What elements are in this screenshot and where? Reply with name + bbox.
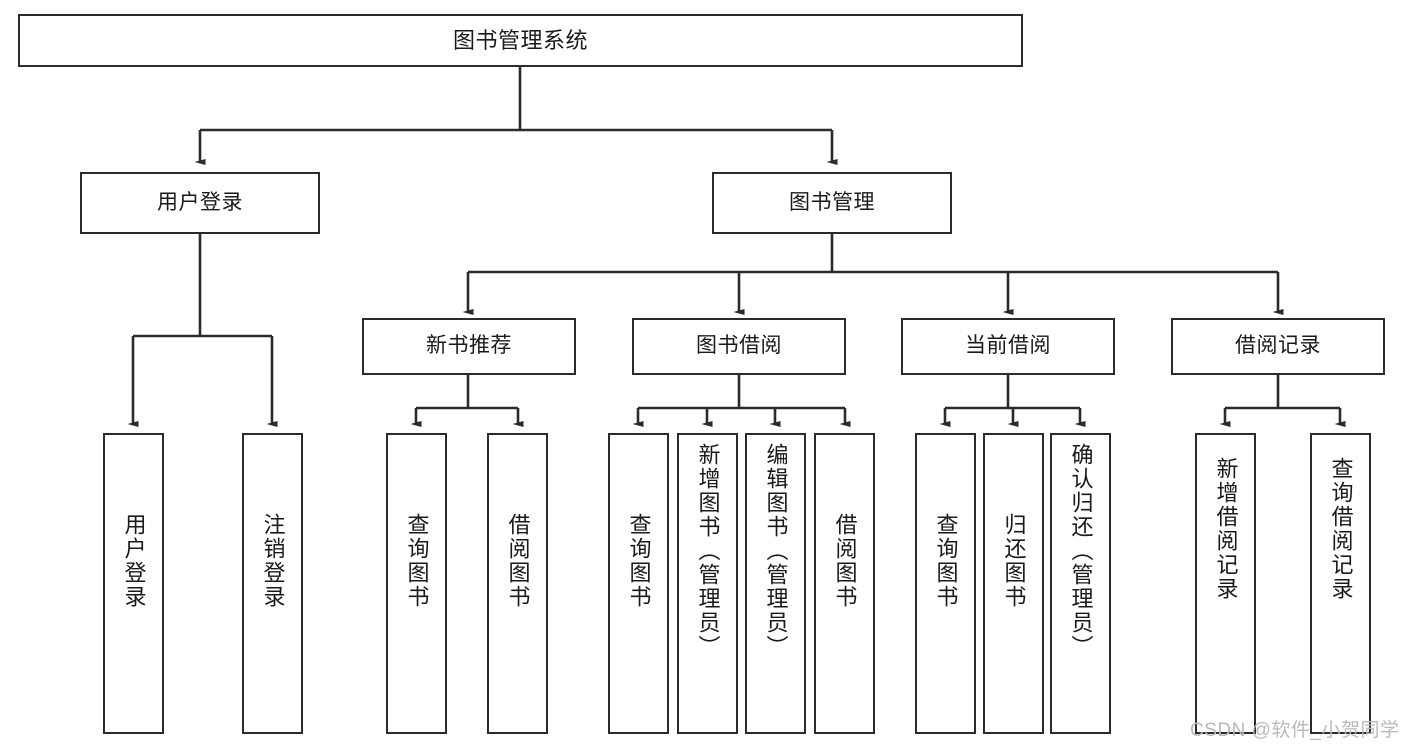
leaf-borrow-add-book-admin[interactable]: 新增图书（管理员）	[677, 433, 738, 734]
node-label: 借阅图书	[832, 513, 858, 609]
node-label: 新书推荐	[426, 334, 512, 358]
node-label: 归还图书	[1001, 513, 1027, 609]
leaf-user-login-logout[interactable]: 注销登录	[242, 433, 303, 734]
leaf-borrow-query-book[interactable]: 查询图书	[608, 433, 669, 734]
node-new-book-recommend[interactable]: 新书推荐	[362, 318, 576, 375]
node-user-login[interactable]: 用户登录	[80, 172, 320, 234]
node-label: 新增借阅记录	[1213, 457, 1239, 601]
node-label: 注销登录	[260, 513, 286, 609]
node-label: 编辑图书（管理员）	[763, 443, 789, 659]
node-current-borrow[interactable]: 当前借阅	[901, 318, 1115, 375]
node-label: 查询图书	[933, 513, 959, 609]
node-label: 借阅图书	[505, 513, 531, 609]
csdn-watermark: CSDN @软件_小贺同学	[1190, 720, 1400, 741]
leaf-current-confirm-return-admin[interactable]: 确认归还（管理员）	[1050, 433, 1111, 734]
node-label: 借阅记录	[1235, 334, 1321, 358]
node-label: 用户登录	[121, 513, 147, 609]
leaf-recommend-query-book[interactable]: 查询图书	[386, 433, 447, 734]
leaf-current-query-book[interactable]: 查询图书	[915, 433, 976, 734]
node-book-management[interactable]: 图书管理	[712, 172, 952, 234]
node-borrow-record[interactable]: 借阅记录	[1171, 318, 1385, 375]
node-label: 用户登录	[157, 190, 243, 214]
node-label: 图书借阅	[696, 334, 782, 358]
node-root-book-management-system[interactable]: 图书管理系统	[18, 14, 1023, 67]
node-label: 查询图书	[626, 513, 652, 609]
node-book-borrow[interactable]: 图书借阅	[632, 318, 846, 375]
node-label: 新增图书（管理员）	[695, 443, 721, 659]
leaf-user-login-login[interactable]: 用户登录	[103, 433, 164, 734]
leaf-current-return-book[interactable]: 归还图书	[983, 433, 1044, 734]
leaf-record-add-record[interactable]: 新增借阅记录	[1195, 433, 1256, 734]
leaf-borrow-borrow-book[interactable]: 借阅图书	[814, 433, 875, 734]
node-label: 确认归还（管理员）	[1068, 443, 1094, 659]
node-label: 当前借阅	[965, 334, 1051, 358]
leaf-borrow-edit-book-admin[interactable]: 编辑图书（管理员）	[745, 433, 806, 734]
node-label: 图书管理系统	[452, 27, 588, 53]
leaf-record-query-record[interactable]: 查询借阅记录	[1310, 433, 1371, 734]
node-label: 图书管理	[789, 190, 875, 214]
node-label: 查询图书	[404, 513, 430, 609]
leaf-recommend-borrow-book[interactable]: 借阅图书	[487, 433, 548, 734]
node-label: 查询借阅记录	[1328, 457, 1354, 601]
